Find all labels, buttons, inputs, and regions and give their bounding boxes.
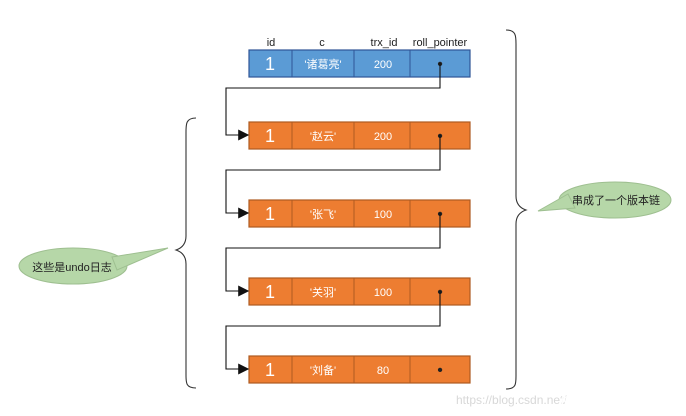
undo-row-2-id: 1 <box>265 204 275 224</box>
undo-row-2-trx-id: 100 <box>374 209 392 221</box>
right-callout-tail <box>537 193 576 212</box>
current-row-c: '诸葛亮' <box>304 57 341 71</box>
column-header-c: c <box>319 37 325 49</box>
undo-row-4-id: 1 <box>265 360 275 380</box>
undo-row-4-box <box>248 355 471 384</box>
undo-row-3-c: '关羽' <box>310 285 336 299</box>
left-callout: 这些是undo日志 <box>18 247 169 285</box>
undo-row-4: 1 '刘备' 80 • <box>248 355 471 384</box>
undo-row-2-box <box>248 199 471 228</box>
undo-row-3: 1 '关羽' 100 • <box>248 277 471 306</box>
pointer-arrow-1 <box>225 63 441 141</box>
undo-row-4-trx-id: 80 <box>377 365 389 377</box>
undo-row-1-c: '赵云' <box>310 129 336 143</box>
undo-row-4-c: '刘备' <box>310 363 336 377</box>
column-header-trx-id: trx_id <box>371 37 398 49</box>
column-header-id: id <box>267 37 276 49</box>
watermark: https://blog.csdn.net/ @稀土掘金技术社区 <box>456 390 686 408</box>
right-brace <box>505 29 528 390</box>
undo-row-2-c: '张飞' <box>310 208 336 221</box>
undo-row-3-trx-id: 100 <box>374 287 392 299</box>
right-callout: 串成了一个版本链 <box>537 181 672 219</box>
left-callout-text: 这些是undo日志 <box>32 260 111 274</box>
current-row-box <box>248 49 471 78</box>
undo-row-4-pointer: • <box>437 362 443 379</box>
current-row-id: 1 <box>265 54 275 74</box>
undo-row-2: 1 '张飞' 100 • <box>248 199 471 228</box>
current-row-trx-id: 200 <box>374 59 392 71</box>
watermark-url: https://blog.csdn.net/ <box>456 393 567 407</box>
undo-row-1: 1 '赵云' 200 • <box>248 121 471 150</box>
pointer-arrow-4 <box>225 291 441 375</box>
left-callout-tail <box>111 247 169 271</box>
left-brace <box>174 117 197 389</box>
column-header-roll-pointer: roll_pointer <box>413 37 468 49</box>
undo-row-1-box <box>248 121 471 150</box>
right-callout-text: 串成了一个版本链 <box>572 193 660 207</box>
pointer-arrow-2 <box>225 135 441 219</box>
undo-row-1-id: 1 <box>265 126 275 146</box>
current-record-row: 1 '诸葛亮' 200 • <box>248 49 471 78</box>
undo-row-3-id: 1 <box>265 282 275 302</box>
pointer-arrow-3 <box>225 213 441 297</box>
undo-row-1-trx-id: 200 <box>374 131 392 143</box>
watermark-brand: @稀土掘金技术社区 <box>560 390 686 408</box>
